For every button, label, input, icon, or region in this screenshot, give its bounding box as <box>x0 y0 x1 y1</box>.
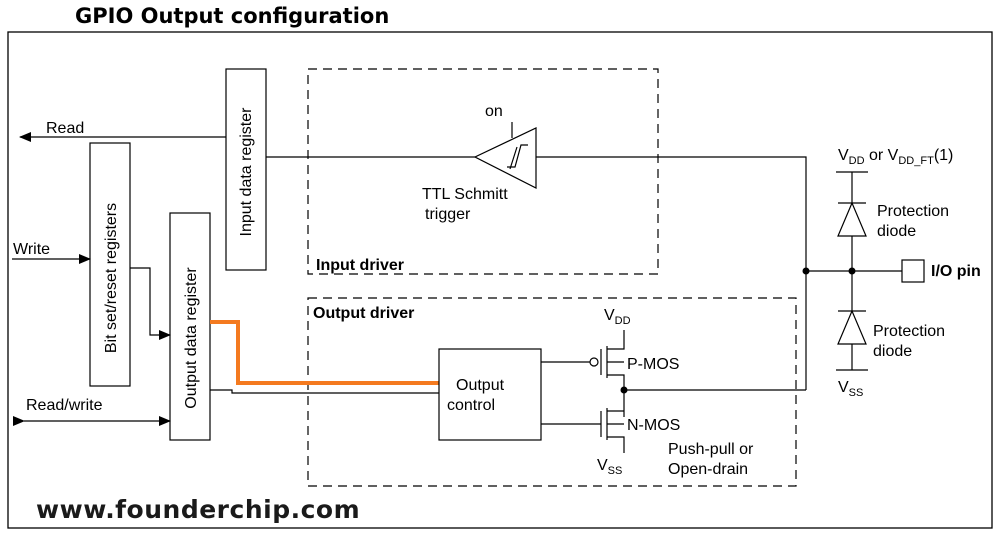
write-label: Write <box>13 241 50 258</box>
push-pull-label-2: Open-drain <box>668 461 748 478</box>
read-write-label: Read/write <box>26 397 103 414</box>
nmos-source-wire <box>607 436 625 453</box>
io-pin <box>901 259 925 283</box>
pmos-label: P-MOS <box>627 356 679 373</box>
schmitt-hysteresis-icon <box>507 144 528 170</box>
vdd-mos-label: VDD <box>604 307 631 327</box>
pmos-gate-bubble <box>589 357 599 367</box>
input-driver-label: Input driver <box>316 257 404 274</box>
odr-to-control-wire <box>210 389 439 394</box>
vdd-label: VDD or VDD_FT(1) <box>838 147 953 167</box>
protection-diode-top-label-1: Protection <box>877 203 949 220</box>
vss-mos-label: VSS <box>597 457 622 477</box>
pmos-source-wire <box>607 330 625 350</box>
schmitt-label-2: trigger <box>425 206 471 223</box>
watermark: www.founderchip.com <box>36 495 360 524</box>
vss-label: VSS <box>838 379 863 399</box>
output-control-label-2: control <box>447 397 495 414</box>
output-control-label-1: Output <box>456 377 505 394</box>
output-node-dot <box>620 386 628 394</box>
output-data-register <box>169 212 211 441</box>
protection-diode-bottom-label-1: Protection <box>873 323 945 340</box>
outer-frame <box>7 31 993 529</box>
protection-diode-bottom-label-2: diode <box>873 343 912 360</box>
schmitt-label-1: TTL Schmitt <box>422 186 508 203</box>
output-control-block <box>438 348 542 441</box>
bit-set-reset-registers-label: Bit set/reset registers <box>103 203 120 353</box>
schmitt-on-label: on <box>485 103 503 120</box>
io-pin-label: I/O pin <box>931 263 981 280</box>
output-driver-label: Output driver <box>313 305 414 322</box>
read-label: Read <box>46 120 84 137</box>
protection-diode-top-label-2: diode <box>877 223 916 240</box>
pin-bus-dot-left <box>802 267 810 275</box>
pmos-drain-wire <box>607 374 625 417</box>
output-driver-group <box>307 297 797 487</box>
output-data-register-label: Output data register <box>183 267 200 409</box>
schmitt-to-pin-wire <box>536 156 807 390</box>
input-data-register-label: Input data register <box>238 107 255 237</box>
protection-diode-top <box>837 201 867 237</box>
bit-set-reset-registers <box>89 142 131 387</box>
schmitt-trigger <box>473 127 537 189</box>
push-pull-label-1: Push-pull or <box>668 441 754 458</box>
highlighted-output-path <box>210 320 439 385</box>
bsrr-to-odr-wire <box>130 267 171 340</box>
input-driver-group <box>307 68 659 275</box>
input-data-register <box>225 68 267 271</box>
nmos-label: N-MOS <box>627 417 680 434</box>
protection-diode-bottom <box>837 309 867 345</box>
diagram-title: GPIO Output configuration <box>75 4 389 28</box>
